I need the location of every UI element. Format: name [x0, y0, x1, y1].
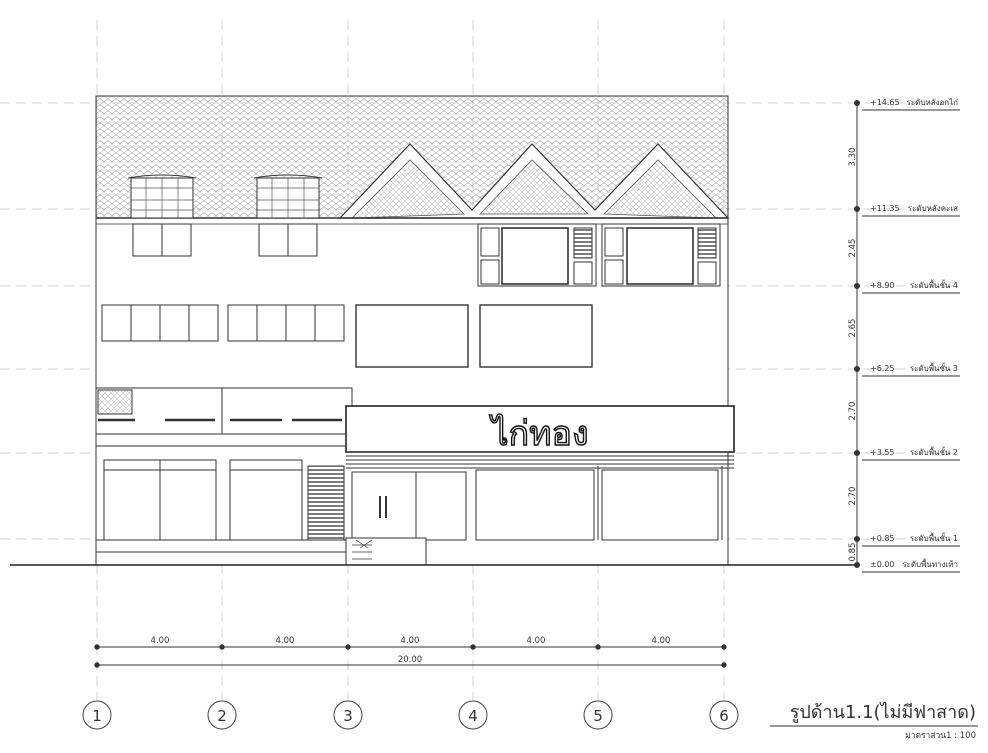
grid-label-4: 4: [468, 707, 478, 725]
grid-labels: 1 2 3 4 5 6: [92, 707, 729, 725]
total-dimension: 20.00: [398, 655, 422, 665]
level-value-4: +6.25: [870, 364, 895, 373]
grid-label-5: 5: [593, 707, 603, 725]
level-value-6: +0.85: [870, 534, 895, 543]
balcony-floor-2: [95, 387, 353, 447]
dormer-windows: [127, 174, 323, 257]
level-value-3: +8.90: [870, 281, 895, 290]
grid-bubbles: [82, 700, 739, 730]
level-name-1: ระดับหลังอกไก่: [907, 98, 959, 107]
level-value-1: +14.65: [870, 98, 900, 107]
level-name-3: ระดับพื้นชั้น 4: [910, 279, 958, 290]
drawing-scale: มาตราส่วน1 : 100: [905, 731, 976, 741]
vertical-dim-6: 0.85: [848, 543, 858, 562]
level-value-7: ±0.00: [870, 560, 895, 569]
horizontal-dim-5: 4.00: [652, 636, 671, 646]
horizontal-dimension-lines: [94, 644, 727, 668]
vertical-dim-1: 3.30: [848, 148, 858, 167]
grid-label-1: 1: [92, 707, 102, 725]
horizontal-dim-1: 4.00: [151, 636, 170, 646]
windows-floor-4: [477, 223, 721, 287]
grid-label-6: 6: [719, 707, 729, 725]
windows-floor-3: [101, 304, 593, 368]
horizontal-dim-2: 4.00: [276, 636, 295, 646]
level-name-2: ระดับหลังคะเส: [908, 204, 958, 213]
level-name-5: ระดับพื้นชั้น 2: [910, 446, 958, 457]
ground-floor-shop: [345, 466, 723, 566]
level-name-4: ระดับพื้นชั้น 3: [910, 362, 958, 373]
horizontal-dim-4: 4.00: [527, 636, 546, 646]
grid-label-2: 2: [217, 707, 227, 725]
level-name-7: ระดับพื้นทางเท้า: [902, 558, 958, 569]
roof: [95, 95, 730, 225]
level-value-2: +11.35: [870, 204, 900, 213]
level-value-5: +3.55: [870, 448, 895, 457]
level-name-6: ระดับพื้นชั้น 1: [910, 532, 958, 543]
level-labels: +14.65 ระดับหลังอกไก่ +11.35 ระดับหลังคะ…: [870, 98, 958, 569]
shop-sign-panel: [345, 405, 735, 469]
vertical-dim-4: 2.70: [848, 402, 858, 421]
shop-sign-text: ไก่ทอง: [488, 414, 588, 454]
drawing-title: รูปด้าน1.1(ไม่มีฟาสาด): [790, 701, 976, 723]
ground-floor-left: [95, 459, 349, 566]
vertical-dimensions: 3.30 2.45 2.65 2.70 2.70 0.85: [848, 148, 858, 562]
vertical-dim-2: 2.45: [848, 239, 858, 258]
horizontal-dim-3: 4.00: [401, 636, 420, 646]
grid-label-3: 3: [343, 707, 353, 725]
vertical-dimension-line: [854, 100, 960, 573]
vertical-dim-3: 2.65: [848, 319, 858, 338]
vertical-dim-5: 2.70: [848, 487, 858, 506]
horizontal-dimensions: 4.00 4.00 4.00 4.00 4.00 20.00: [151, 636, 671, 665]
